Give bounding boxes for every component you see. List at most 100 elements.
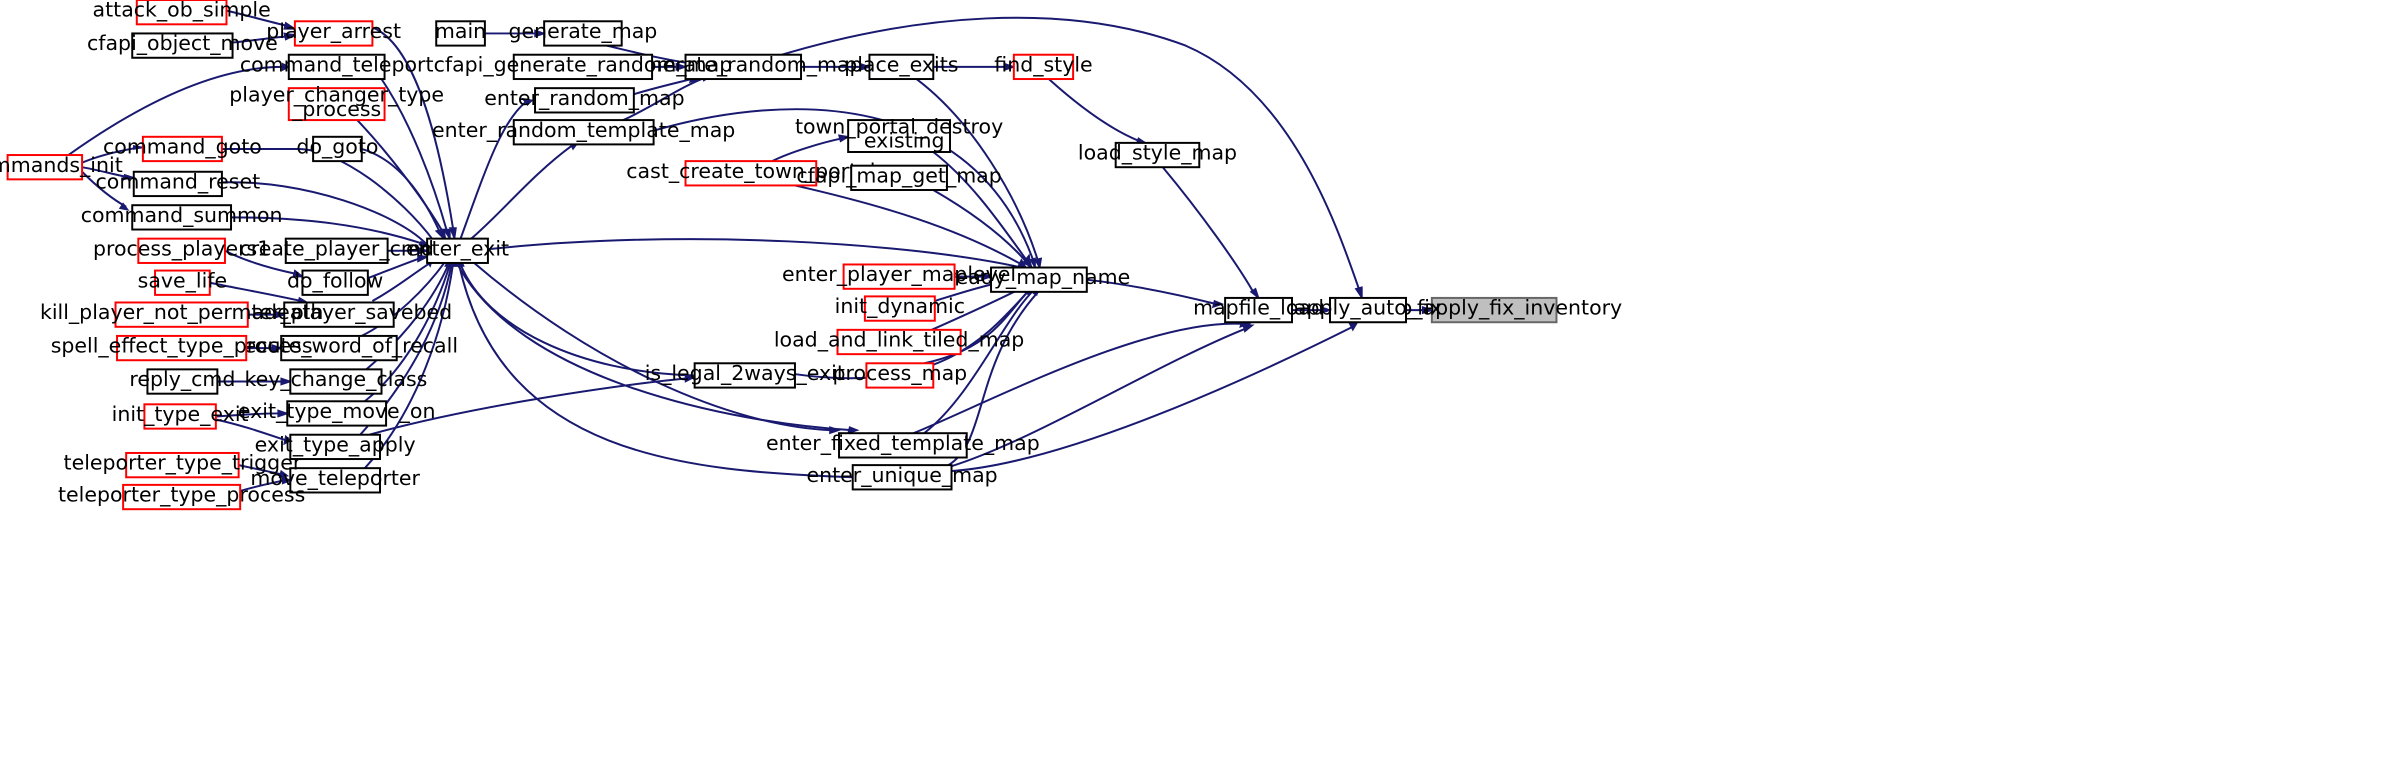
function-node[interactable]: teleporter_type_process bbox=[58, 483, 305, 511]
node-label: generate_map bbox=[509, 19, 658, 43]
function-node[interactable]: teleporter_type_trigger bbox=[64, 451, 302, 479]
function-node[interactable]: player_changer_type_process bbox=[229, 83, 444, 122]
function-node[interactable]: cfapi_map_get_map bbox=[796, 163, 1002, 191]
function-node[interactable]: spell_effect_type_process bbox=[51, 334, 313, 362]
node-box bbox=[137, 237, 226, 264]
function-node[interactable]: enter_fixed_template_map bbox=[766, 431, 1040, 459]
node-label: cfapi_map_get_map bbox=[796, 163, 1001, 187]
edge-n39-to-n42 bbox=[653, 108, 1036, 271]
function-node[interactable]: key_change_class bbox=[244, 367, 427, 395]
edge-n5-to-n39 bbox=[470, 142, 580, 240]
node-box bbox=[116, 334, 248, 362]
function-node[interactable]: reply_cmd bbox=[129, 367, 235, 395]
function-node[interactable]: exit_type_apply bbox=[255, 432, 416, 461]
function-node[interactable]: create_player_cmd bbox=[239, 236, 434, 264]
function-node[interactable]: attack_ob_simple bbox=[93, 0, 271, 26]
edge-line bbox=[459, 101, 527, 239]
edge-line bbox=[470, 145, 573, 240]
function-node[interactable]: enter_player_savebed bbox=[226, 300, 452, 328]
function-node[interactable]: execute_word_of_recall bbox=[220, 334, 458, 362]
function-node[interactable]: init_type_exit bbox=[112, 402, 249, 430]
function-node[interactable]: enter_unique_map bbox=[807, 463, 998, 491]
function-node[interactable]: load_style_map bbox=[1078, 141, 1237, 169]
function-node[interactable]: save_life bbox=[138, 268, 228, 296]
function-node[interactable]: town_portal_destroy_existing bbox=[795, 114, 1003, 153]
node-label: exit_type_move_on bbox=[238, 399, 436, 423]
function-node[interactable]: main bbox=[435, 19, 486, 47]
edge-arrowhead bbox=[534, 29, 547, 38]
edge-n31-to-n5 bbox=[356, 119, 447, 242]
function-node[interactable]: cast_create_town_portal bbox=[626, 159, 875, 187]
edge-line bbox=[369, 377, 686, 436]
edge-arrowhead bbox=[118, 202, 130, 211]
function-node[interactable]: player_arrest bbox=[266, 19, 401, 47]
function-node[interactable]: auto_apply_fix_inventory bbox=[1366, 296, 1622, 324]
node-label: do_goto bbox=[296, 135, 378, 159]
edge-n47-to-n5 bbox=[456, 252, 695, 377]
function-node[interactable]: move_teleporter bbox=[250, 466, 421, 494]
function-node[interactable]: exit_type_move_on bbox=[238, 399, 436, 427]
edge-line bbox=[239, 479, 285, 492]
node-box bbox=[154, 269, 211, 296]
edge-n21-to-n22 bbox=[215, 409, 290, 418]
function-node[interactable]: generate_map bbox=[509, 19, 658, 47]
edge-arrowhead bbox=[438, 228, 447, 242]
function-node[interactable]: mapfile_load bbox=[1193, 296, 1324, 324]
node-label: load_style_map bbox=[1078, 141, 1237, 165]
function-node[interactable]: do_follow bbox=[287, 268, 383, 296]
edge-line bbox=[915, 78, 1040, 262]
node-label: find_style bbox=[994, 52, 1092, 76]
edge-arrowhead bbox=[1023, 257, 1034, 272]
edge-n7-to-n9 bbox=[81, 171, 130, 211]
function-node[interactable]: place_exits bbox=[844, 52, 959, 81]
edge-arrowhead bbox=[1003, 62, 1017, 71]
edge-n7-to-n6 bbox=[81, 145, 144, 164]
function-node[interactable]: enter_random_map bbox=[484, 86, 685, 114]
node-box bbox=[293, 20, 374, 47]
edge-arrowhead bbox=[417, 254, 430, 263]
edge-line bbox=[221, 147, 434, 241]
function-node[interactable]: enter_random_template_map bbox=[432, 118, 735, 146]
node-label: command_summon bbox=[81, 203, 283, 227]
edge-line bbox=[949, 325, 1354, 473]
edge-line bbox=[221, 181, 427, 244]
edge-line bbox=[622, 76, 706, 121]
node-label: _existing bbox=[853, 129, 945, 153]
edge-arrowhead bbox=[122, 173, 135, 181]
edge-arrowhead bbox=[829, 426, 842, 435]
function-node[interactable]: command_teleport bbox=[240, 52, 434, 81]
edge-arrowhead bbox=[448, 227, 457, 242]
node-label: command_reset bbox=[96, 169, 261, 193]
function-node[interactable]: do_goto bbox=[296, 135, 378, 163]
function-node[interactable]: init_dynamic bbox=[835, 294, 965, 322]
function-node[interactable]: apply_auto_fix bbox=[1294, 296, 1442, 324]
edge-line bbox=[67, 65, 283, 156]
node-label: process_players1 bbox=[93, 236, 270, 260]
edge-n10-to-n5 bbox=[380, 78, 451, 242]
function-node[interactable]: process_map bbox=[832, 361, 967, 389]
function-node[interactable]: enter_exit bbox=[406, 236, 509, 264]
edge-arrowhead bbox=[281, 476, 293, 485]
function-node[interactable]: cfapi_generate_random_map bbox=[434, 52, 733, 81]
nodes-scaled: auto_apply_fix_inventoryapply_auto_fixma… bbox=[0, 0, 1622, 511]
edge-n43-to-n50 bbox=[771, 134, 851, 163]
edge-n16-to-n15 bbox=[247, 310, 287, 319]
edge-line bbox=[794, 184, 1022, 266]
edge-arrowhead bbox=[277, 409, 290, 418]
function-node[interactable]: command_goto bbox=[103, 135, 262, 163]
function-node[interactable]: process_players1 bbox=[93, 236, 270, 264]
function-node[interactable]: cfapi_object_move bbox=[87, 31, 278, 59]
function-node[interactable]: command_summon bbox=[81, 203, 283, 231]
function-node[interactable]: generate_random_map bbox=[624, 52, 863, 81]
node-label: teleporter_type_process bbox=[58, 483, 305, 507]
function-node[interactable]: enter_player_maplevel bbox=[782, 262, 1016, 290]
function-node[interactable]: ready_map_name bbox=[948, 265, 1131, 293]
function-node[interactable]: is_legal_2ways_exit bbox=[645, 361, 845, 389]
function-node[interactable]: command_reset bbox=[96, 169, 261, 198]
edge-arrowhead bbox=[675, 62, 688, 71]
edge-n5-to-n4 bbox=[473, 262, 842, 435]
function-node[interactable]: commands_init bbox=[0, 153, 123, 181]
function-node[interactable]: load_and_link_tiled_map bbox=[774, 328, 1024, 356]
function-node[interactable]: find_style bbox=[994, 52, 1093, 81]
function-node[interactable]: kill_player_not_permadeath bbox=[40, 300, 323, 328]
